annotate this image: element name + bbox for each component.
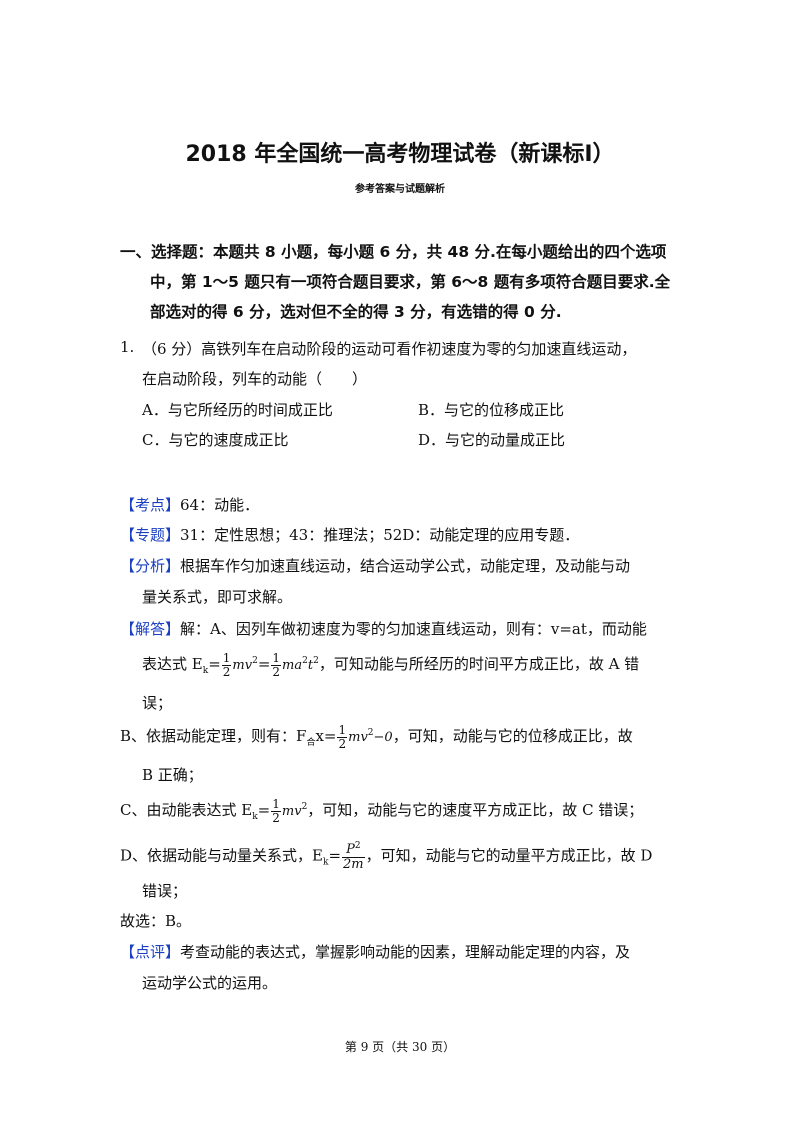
square-exponent: 2 bbox=[354, 841, 361, 851]
fraction-numerator: 1 bbox=[221, 651, 232, 666]
fraction-denominator: 2 bbox=[222, 664, 231, 679]
jieda-text-line1: 解：A、因列车做初速度为零的匀加速直线运动，则有：v=at，而动能 bbox=[180, 620, 647, 638]
kaodian-tag: 【考点】 bbox=[120, 496, 181, 514]
fraction-denominator: 2 bbox=[272, 810, 280, 825]
b-post: ，可知，动能与它的位移成正比，故 bbox=[392, 727, 633, 746]
answer-line: 故选：B。 bbox=[120, 912, 192, 930]
jieda-line2-pre: 表达式 E bbox=[142, 655, 203, 674]
zhuanti-text: 31：定性思想；43：推理法；52D：动能定理的应用专题． bbox=[180, 526, 580, 544]
dianping-text-line1: 考查动能的表达式，掌握影响动能的因素，理解动能定理的内容，及 bbox=[180, 943, 631, 961]
b-mid: x= bbox=[315, 727, 337, 746]
equals-sign: = bbox=[257, 801, 271, 820]
ek-sub: k bbox=[202, 666, 209, 677]
b-pre: B、依据动能定理，则有：F bbox=[120, 727, 307, 746]
minus-zero: −0 bbox=[373, 730, 393, 746]
mv-term: mv bbox=[281, 804, 302, 820]
question-stem-line2: 在启动阶段，列车的动能（ ） bbox=[142, 370, 368, 388]
zhuanti-row: 【专题】31：定性思想；43：推理法；52D：动能定理的应用专题． bbox=[120, 524, 579, 545]
fraction-denominator: 2m bbox=[343, 856, 364, 872]
option-d: D．与它的动量成正比 bbox=[418, 431, 566, 449]
b-sub: 合 bbox=[306, 738, 316, 749]
fenxi-row: 【分析】根据车作匀加速直线运动，结合运动学公式，动能定理，及动能与动 bbox=[120, 555, 630, 576]
section-header-line2: 中，第 1～5 题只有一项符合题目要求，第 6～8 题有多项符合题目要求.全 bbox=[150, 273, 671, 291]
page-title: 2018 年全国统一高考物理试卷（新课标Ⅰ） bbox=[185, 142, 615, 167]
d-pre: D、依据动能与动量关系式，E bbox=[120, 846, 323, 865]
jieda-line2-post: ，可知动能与所经历的时间平方成正比，故 A 错 bbox=[318, 655, 640, 674]
fraction-denominator: 2 bbox=[338, 736, 347, 751]
square-exponent: 2 bbox=[302, 656, 308, 667]
mv-term: mv bbox=[348, 730, 368, 746]
fraction-numerator: P2 bbox=[342, 841, 365, 858]
question-stem-line1: （6 分）高铁列车在启动阶段的运动可看作初速度为零的匀加速直线运动， bbox=[142, 340, 637, 358]
fraction-numerator: 1 bbox=[271, 797, 281, 812]
kaodian-row: 【考点】64：动能． bbox=[120, 494, 259, 515]
dianping-text-line2: 运动学公式的运用。 bbox=[142, 974, 278, 992]
ek-sub: k bbox=[252, 812, 258, 823]
question-number: 1. bbox=[120, 338, 135, 356]
jieda-row: 【解答】解：A、因列车做初速度为零的匀加速直线运动，则有：v=at，而动能 bbox=[120, 618, 647, 639]
section-header-line1: 一、选择题：本题共 8 小题，每小题 6 分，共 48 分.在每小题给出的四个选… bbox=[120, 243, 667, 261]
square-exponent: 2 bbox=[252, 656, 258, 667]
option-c: C．与它的速度成正比 bbox=[142, 431, 289, 449]
fraction-denominator: 2 bbox=[272, 664, 281, 679]
mv-term: mv bbox=[232, 658, 253, 674]
square-exponent: 2 bbox=[313, 656, 319, 667]
equals-sign: = bbox=[328, 846, 342, 865]
c-post: ，可知，动能与它的速度平方成正比，故 C 错误； bbox=[307, 801, 644, 820]
option-a: A．与它所经历的时间成正比 bbox=[142, 401, 333, 419]
t-term: t bbox=[307, 658, 314, 674]
p-term: P bbox=[346, 842, 355, 857]
section-header-line3: 部选对的得 6 分，选对但不全的得 3 分，有选错的得 0 分. bbox=[150, 303, 562, 321]
page-footer: 第 9 页（共 30 页） bbox=[344, 1040, 456, 1054]
kaodian-text: 64：动能． bbox=[180, 496, 260, 514]
equals-sign: = bbox=[257, 655, 271, 674]
solution-d-line2: 错误； bbox=[142, 882, 188, 900]
equals-sign: = bbox=[208, 655, 221, 674]
jieda-text-line3: 误； bbox=[142, 694, 173, 712]
c-pre: C、由动能表达式 E bbox=[120, 801, 253, 820]
d-post: ，可知，动能与它的动量平方成正比，故 D bbox=[365, 846, 653, 865]
fenxi-text-line2: 量关系式，即可求解。 bbox=[142, 588, 293, 606]
fenxi-tag: 【分析】 bbox=[120, 557, 181, 575]
ek-sub: k bbox=[322, 857, 329, 868]
fraction-numerator: 1 bbox=[271, 651, 282, 666]
page-subtitle: 参考答案与试题解析 bbox=[355, 184, 445, 195]
ma-term: ma bbox=[282, 658, 303, 674]
option-b: B．与它的位移成正比 bbox=[418, 401, 565, 419]
zhuanti-tag: 【专题】 bbox=[120, 526, 181, 544]
fraction-numerator: 1 bbox=[337, 723, 348, 738]
dianping-row: 【点评】考查动能的表达式，掌握影响动能的因素，理解动能定理的内容，及 bbox=[120, 941, 630, 962]
square-exponent: 2 bbox=[301, 802, 308, 813]
square-exponent: 2 bbox=[367, 728, 374, 739]
dianping-tag: 【点评】 bbox=[120, 943, 181, 961]
jieda-tag: 【解答】 bbox=[120, 620, 181, 638]
solution-b-line2: B 正确； bbox=[142, 766, 203, 784]
fenxi-text-line1: 根据车作匀加速直线运动，结合运动学公式，动能定理，及动能与动 bbox=[180, 557, 631, 575]
